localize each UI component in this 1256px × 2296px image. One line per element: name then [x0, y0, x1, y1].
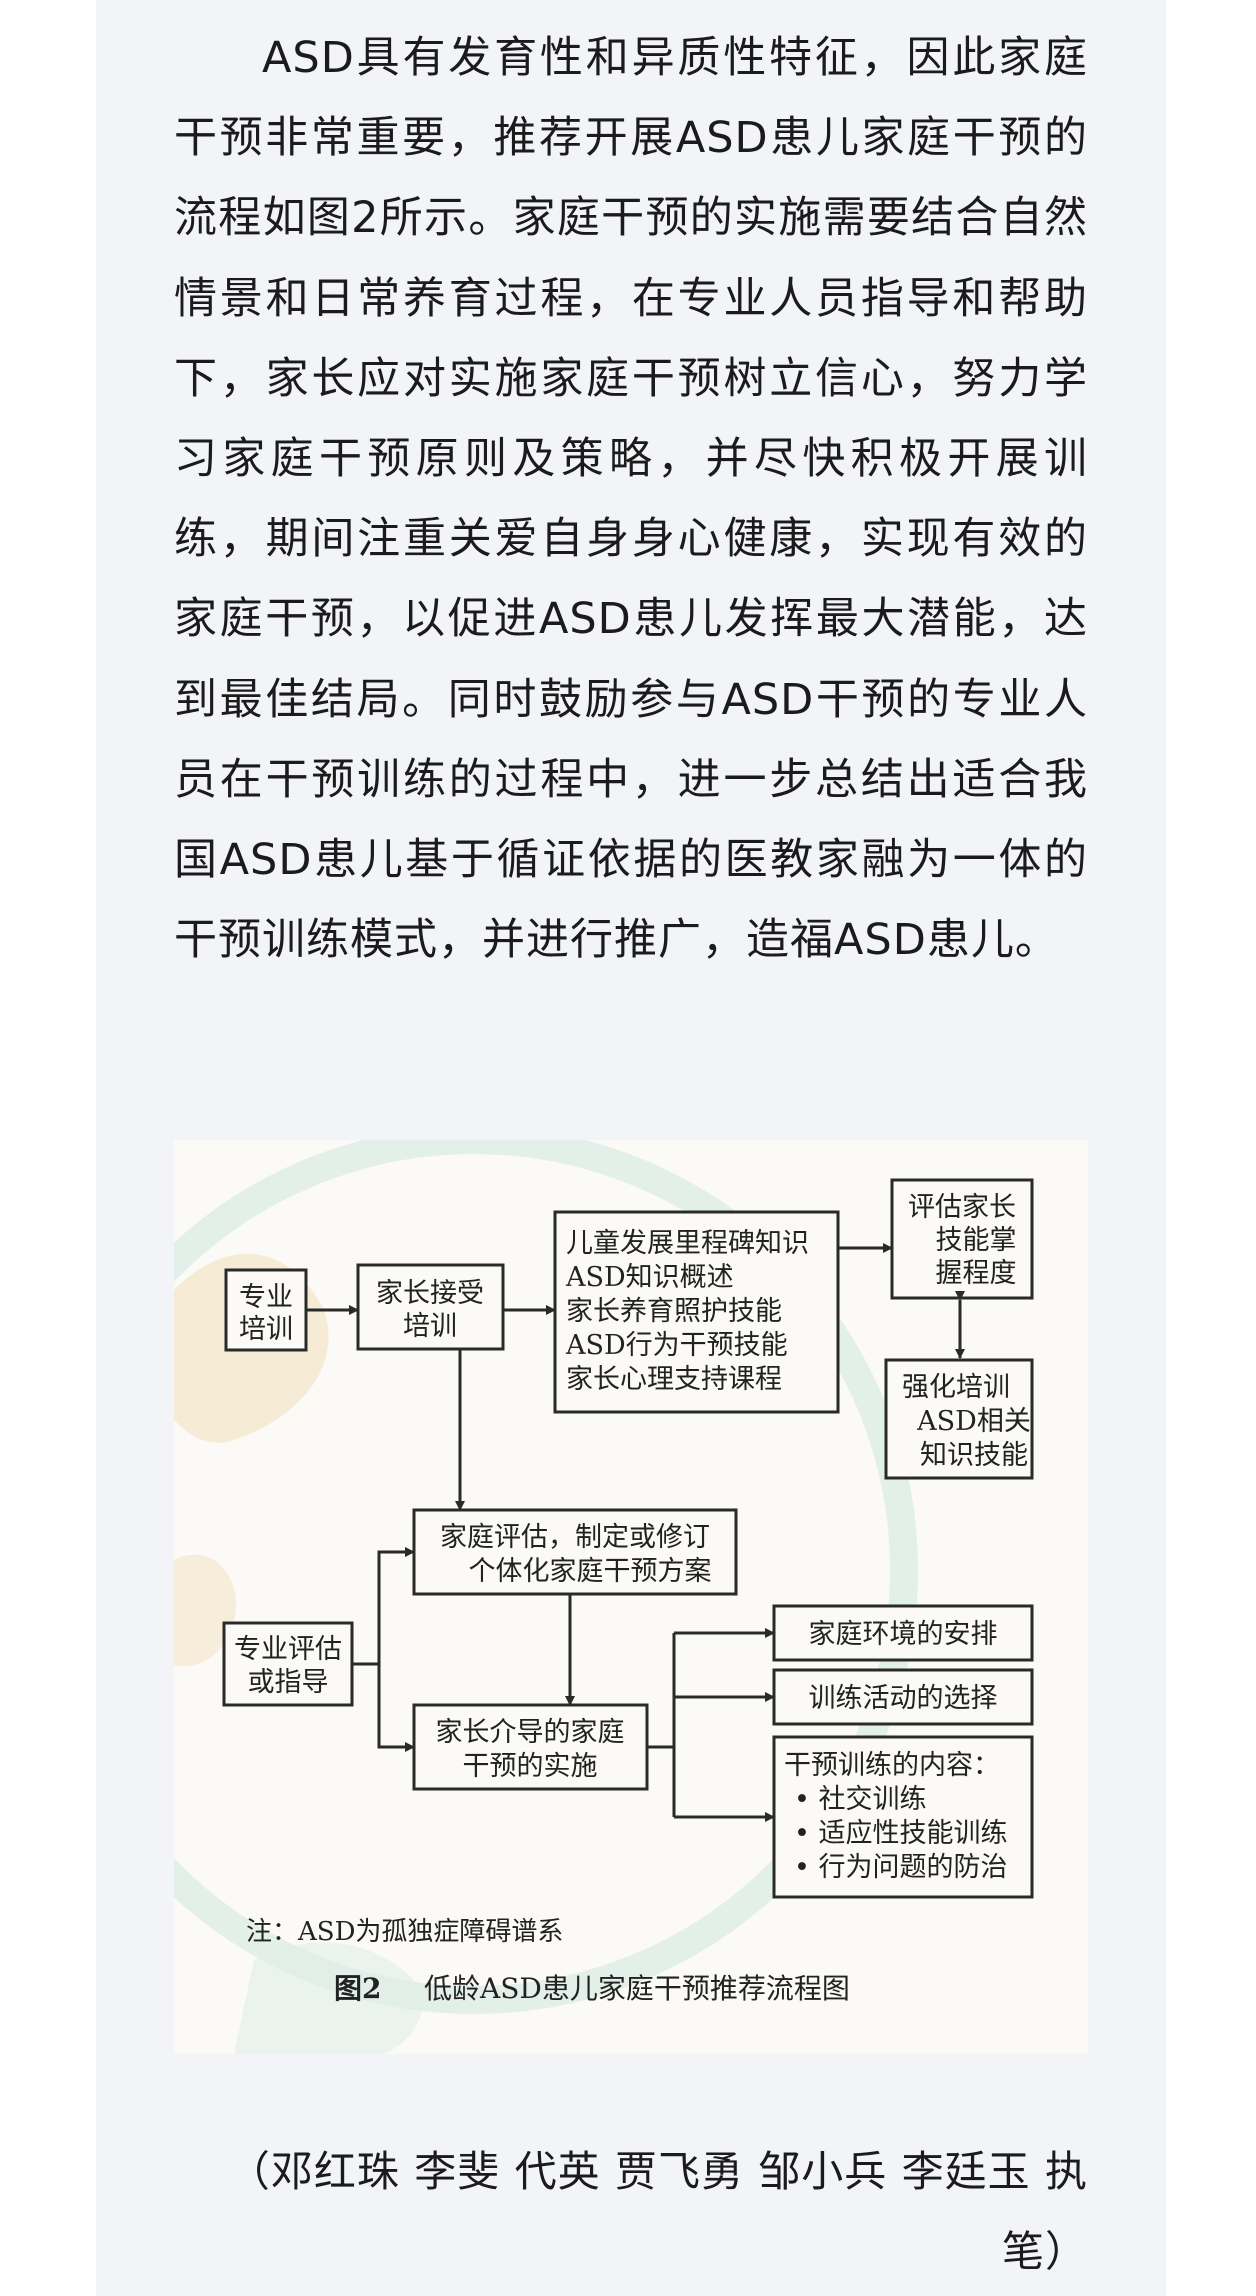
label-pro-training-2: 培训 — [239, 1314, 293, 1345]
label-course-3: 家长养育照护技能 — [566, 1296, 782, 1327]
label-implement-2: 干预的实施 — [463, 1751, 598, 1782]
box-reinforce — [884, 1358, 1034, 1480]
box-parent-training — [356, 1263, 505, 1351]
arrow-guide-to-assess — [352, 1547, 415, 1666]
watermark-emblem — [174, 1140, 918, 2054]
label-parent-training-1: 家长接受 — [376, 1278, 484, 1309]
label-pro-guide-1: 专业评估 — [234, 1634, 342, 1665]
box-pro-guide — [222, 1621, 354, 1707]
label-reinforce-3: 知识技能 — [920, 1440, 1028, 1471]
author-byline: （邓红珠 李斐 代英 贾飞勇 邹小兵 李廷玉 执笔） — [227, 2147, 1088, 2276]
label-reinforce-1: 强化培训 — [902, 1372, 1010, 1403]
arrow-guide-to-implement — [377, 1664, 415, 1752]
label-pro-guide-2: 或指导 — [248, 1667, 329, 1698]
box-activity — [772, 1668, 1034, 1726]
article-body: ASD具有发育性和异质性特征，因此家庭干预非常重要，推荐开展ASD患儿家庭干预的… — [174, 18, 1088, 980]
figure-caption-label: 图2 — [334, 1972, 381, 2005]
label-env: 家庭环境的安排 — [809, 1619, 998, 1650]
label-content-title: 干预训练的内容： — [784, 1750, 1000, 1781]
label-reinforce-2: ASD相关 — [916, 1406, 1031, 1437]
label-assess-parent-2: 技能掌 — [936, 1225, 1017, 1256]
box-pro-training — [224, 1268, 308, 1352]
label-course-4: ASD行为干预技能 — [565, 1330, 788, 1361]
label-assess-parent-1: 评估家长 — [908, 1192, 1016, 1223]
article-paragraph: ASD具有发育性和异质性特征，因此家庭干预非常重要，推荐开展ASD患儿家庭干预的… — [174, 33, 1088, 966]
box-courses — [553, 1210, 840, 1414]
figure-note: 注：ASD为孤独症障碍谱系 — [246, 1917, 563, 1947]
label-family-assess-1: 家庭评估，制定或修订 — [440, 1522, 710, 1553]
label-content-item-1: • 社交训练 — [794, 1784, 927, 1815]
label-assess-parent-3: 握程度 — [936, 1258, 1017, 1289]
label-pro-training-1: 专业 — [239, 1282, 293, 1313]
figure-caption-title: 低龄ASD患儿家庭干预推荐流程图 — [424, 1972, 850, 2005]
label-family-assess-2: 个体化家庭干预方案 — [469, 1556, 712, 1587]
label-implement-1: 家长介导的家庭 — [436, 1717, 625, 1748]
flowchart-figure: 专业 培训 家长接受 培训 儿童发展里程碑知识 ASD知识概述 家长养育照护技能… — [174, 1140, 1088, 2054]
label-content-item-2: • 适应性技能训练 — [794, 1818, 1008, 1849]
label-course-5: 家长心理支持课程 — [566, 1364, 782, 1395]
box-content — [772, 1735, 1034, 1899]
label-activity: 训练活动的选择 — [809, 1683, 998, 1714]
label-content-item-3: • 行为问题的防治 — [794, 1852, 1008, 1883]
label-parent-training-2: 培训 — [403, 1311, 457, 1342]
label-course-2: ASD知识概述 — [565, 1262, 734, 1293]
label-course-1: 儿童发展里程碑知识 — [566, 1228, 809, 1259]
flowchart-svg: 专业 培训 家长接受 培训 儿童发展里程碑知识 ASD知识概述 家长养育照护技能… — [174, 1140, 1034, 2054]
